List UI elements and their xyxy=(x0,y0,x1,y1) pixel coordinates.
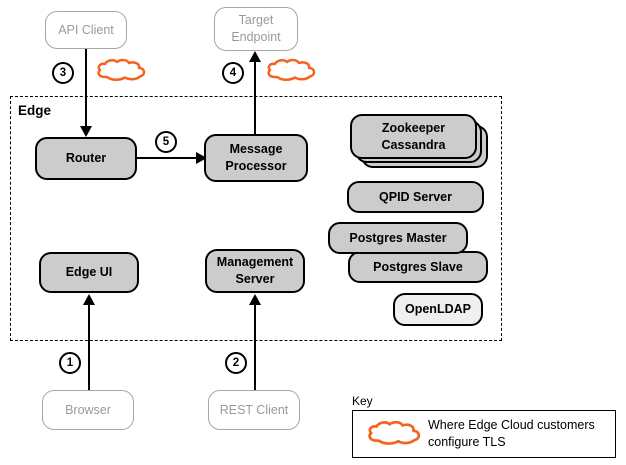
node-openldap-label: OpenLDAP xyxy=(405,302,471,317)
node-qpid-server[interactable]: QPID Server xyxy=(347,181,484,213)
connector-router-to-message-processor xyxy=(137,157,199,159)
legend-box xyxy=(352,410,616,458)
node-postgres-slave-label: Postgres Slave xyxy=(373,259,463,274)
step-badge-1: 1 xyxy=(59,352,81,374)
arrowhead-to-router xyxy=(80,126,92,137)
node-qpid-server-label: QPID Server xyxy=(379,189,452,204)
legend-cloud-icon xyxy=(366,420,424,446)
node-edge-ui[interactable]: Edge UI xyxy=(39,252,139,293)
step-badge-2: 2 xyxy=(225,352,247,374)
step-badge-4-number: 4 xyxy=(229,67,237,79)
node-postgres-master-label: Postgres Master xyxy=(349,230,447,245)
step-badge-2-number: 2 xyxy=(232,357,240,369)
node-message-processor-label: Message Processor xyxy=(225,142,287,173)
connector-rest-client-to-management-server xyxy=(254,305,256,392)
step-badge-3: 3 xyxy=(52,62,74,84)
arrowhead-to-message-processor xyxy=(196,152,207,164)
cloud-icon-step-3 xyxy=(96,58,148,82)
node-zookeeper-cassandra[interactable]: Zookeeper Cassandra xyxy=(350,114,477,159)
node-api-client[interactable]: API Client xyxy=(45,11,127,49)
arrowhead-to-edge-ui xyxy=(83,294,95,305)
node-api-client-label: API Client xyxy=(58,22,114,37)
legend-heading: Key xyxy=(352,394,373,408)
node-browser-label: Browser xyxy=(65,402,111,417)
arrowhead-to-target-endpoint xyxy=(249,51,261,62)
node-message-processor[interactable]: Message Processor xyxy=(204,134,308,182)
node-rest-client[interactable]: REST Client xyxy=(208,390,300,430)
node-target-endpoint-label: Target Endpoint xyxy=(231,13,281,44)
node-router-label: Router xyxy=(65,151,107,166)
node-zookeeper-cassandra-label: Zookeeper Cassandra xyxy=(381,120,446,152)
cloud-icon-step-4 xyxy=(266,58,318,82)
connector-api-client-to-router xyxy=(85,49,87,128)
node-postgres-master[interactable]: Postgres Master xyxy=(328,222,468,254)
node-openldap[interactable]: OpenLDAP xyxy=(393,293,483,326)
node-router[interactable]: Router xyxy=(35,137,137,180)
node-rest-client-label: REST Client xyxy=(219,402,289,417)
step-badge-4: 4 xyxy=(222,62,244,84)
edge-container xyxy=(10,96,502,341)
legend-entry-text: Where Edge Cloud customers configure TLS xyxy=(428,418,595,449)
arrowhead-to-management-server xyxy=(249,294,261,305)
edge-container-label: Edge xyxy=(18,103,52,118)
node-edge-ui-label: Edge UI xyxy=(65,265,113,280)
step-badge-3-number: 3 xyxy=(59,67,67,79)
connector-browser-to-edge-ui xyxy=(88,305,90,392)
connector-message-processor-to-target xyxy=(254,62,256,136)
step-badge-5-number: 5 xyxy=(162,136,170,148)
step-badge-1-number: 1 xyxy=(66,357,74,369)
node-management-server[interactable]: Management Server xyxy=(205,249,305,293)
node-browser[interactable]: Browser xyxy=(42,390,134,430)
node-target-endpoint[interactable]: Target Endpoint xyxy=(214,7,298,51)
node-postgres-slave[interactable]: Postgres Slave xyxy=(348,251,488,283)
node-management-server-label: Management Server xyxy=(216,255,294,286)
step-badge-5: 5 xyxy=(155,131,177,153)
